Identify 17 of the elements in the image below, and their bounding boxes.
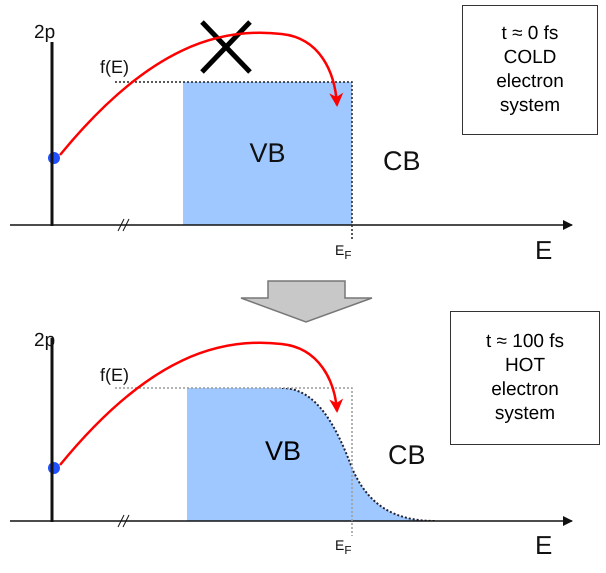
- valence-band-area: [183, 82, 352, 225]
- time-label-box: t ≈ 0 fs COLD electron system: [462, 5, 598, 135]
- band-label: CB: [383, 146, 421, 177]
- arrow: [59, 342, 343, 466]
- band-label: CB: [388, 440, 426, 471]
- axis-label: E: [535, 530, 552, 561]
- time-label-box: t ≈ 100 fs HOT electron system: [450, 311, 600, 445]
- axis-label: E: [535, 235, 552, 266]
- band-label: VB: [265, 436, 302, 467]
- function-label: f(E): [100, 57, 129, 78]
- function-label: f(E): [100, 365, 129, 386]
- arrow: [59, 32, 343, 156]
- fermi-energy-label: E$_{F}$: [335, 537, 352, 557]
- band-label: VB: [249, 138, 286, 169]
- fermi-energy-label: E$_{F}$: [335, 242, 352, 262]
- level-label: 2p: [34, 22, 56, 44]
- valence-band-area: [187, 388, 437, 521]
